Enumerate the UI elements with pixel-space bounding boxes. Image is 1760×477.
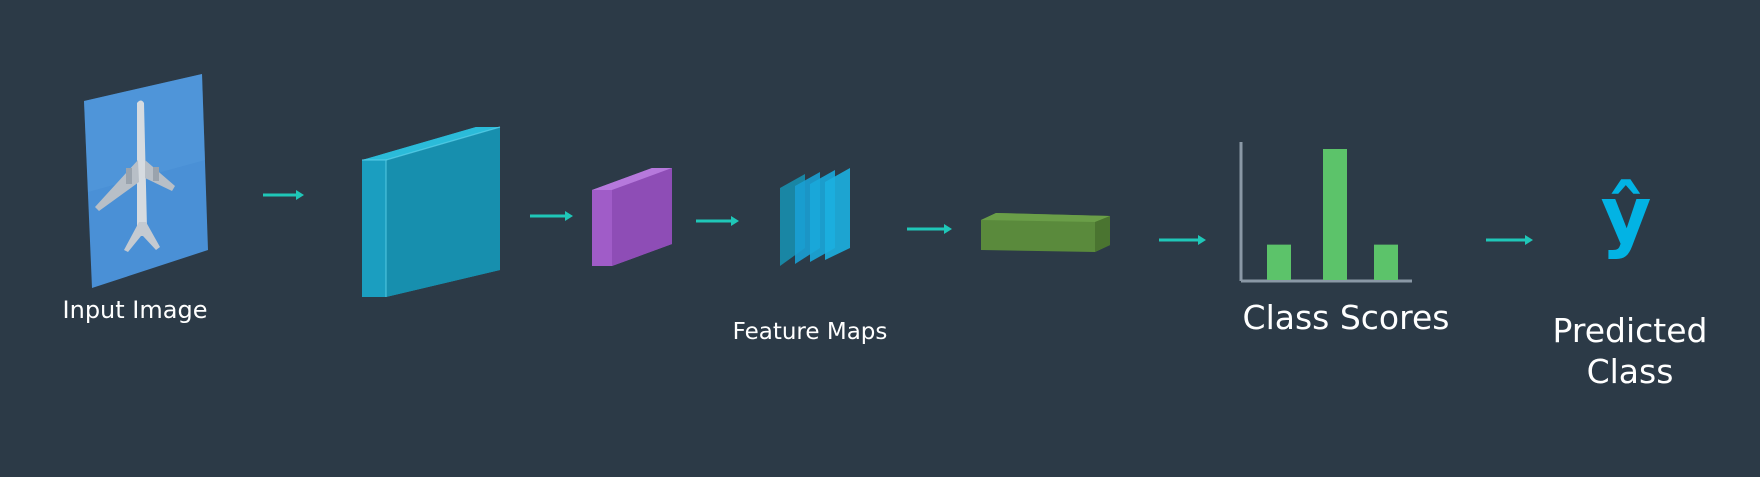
arrow-1 bbox=[263, 190, 304, 200]
input-image-label: Input Image bbox=[62, 296, 208, 324]
arrow-2 bbox=[530, 211, 573, 221]
predicted-class-label-line2: Class bbox=[1586, 352, 1674, 391]
class-score-bar bbox=[1323, 149, 1347, 280]
input-image bbox=[84, 74, 208, 288]
class-score-bar bbox=[1267, 244, 1291, 280]
y-hat-symbol: ŷ bbox=[1600, 171, 1652, 261]
arrow-5 bbox=[1159, 235, 1206, 245]
conv-block bbox=[362, 126, 501, 297]
feature-maps-label: Feature Maps bbox=[732, 319, 888, 345]
fc-block bbox=[981, 213, 1110, 252]
class-score-bar bbox=[1374, 244, 1398, 280]
arrow-6 bbox=[1486, 235, 1533, 245]
predicted-class-label-line1: Predicted bbox=[1552, 311, 1708, 350]
arrow-4 bbox=[907, 224, 952, 234]
pool-block bbox=[592, 168, 672, 266]
airplane-icon bbox=[95, 100, 175, 252]
predicted-class-label: Predicted Class bbox=[1520, 310, 1740, 392]
arrows bbox=[263, 190, 1533, 245]
arrow-3 bbox=[696, 216, 739, 226]
feature-maps bbox=[780, 168, 850, 266]
class-scores-label: Class Scores bbox=[1242, 298, 1450, 337]
class-scores-chart bbox=[1239, 142, 1412, 283]
